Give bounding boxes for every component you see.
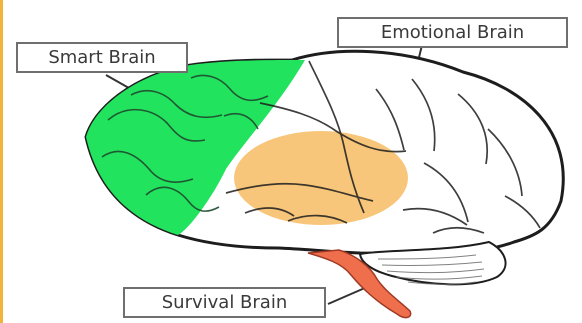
survival-brain-label-text: Survival Brain xyxy=(162,294,287,312)
emotional-brain-label-text: Emotional Brain xyxy=(381,24,524,42)
emotional-brain-label: Emotional Brain xyxy=(337,17,568,48)
smart-brain-label: Smart Brain xyxy=(16,42,188,73)
smart-brain-label-text: Smart Brain xyxy=(48,49,155,67)
survival-brain-label: Survival Brain xyxy=(123,287,326,318)
emotional-brain-region xyxy=(234,131,408,225)
